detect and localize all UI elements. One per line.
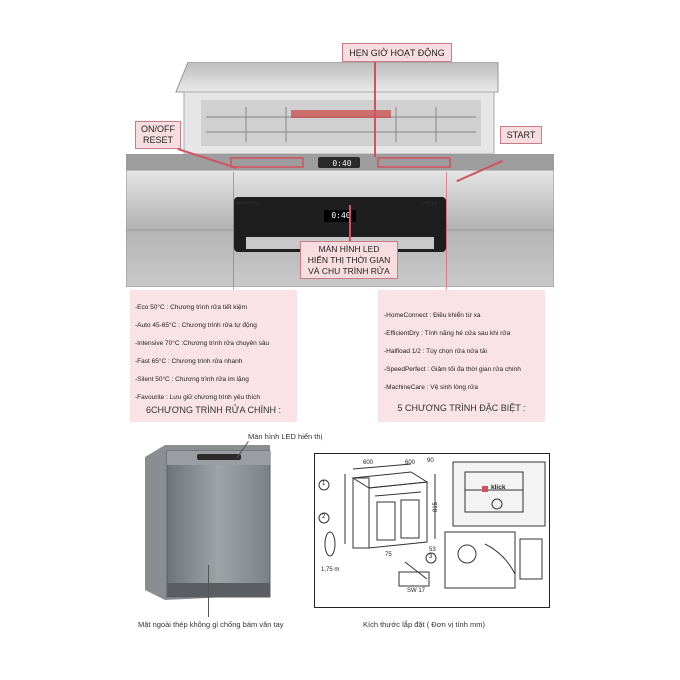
timer-callout: HẸN GIỜ HOẠT ĐỘNG [342,43,452,62]
programs-title: 6CHƯƠNG TRÌNH RỬA CHÍNH : [146,405,281,415]
steel-caption: Mặt ngoài thép không gỉ chống bám vân ta… [138,620,284,629]
led-callout: MÀN HÌNH LED HIỂN THỊ THỜI GIAN VÀ CHU T… [300,241,398,279]
dim-600-left: 600 [363,460,374,466]
start-callout-label: START [506,130,536,140]
program-item: -Intensive 70°C :Chương trình rửa chuyên… [135,340,270,347]
timer-callout-label: HẸN GIỜ HOẠT ĐỘNG [349,48,445,58]
specials-connector-line [446,172,447,290]
wrench-size: SW 17 [407,588,426,594]
led-callout-line2: HIỂN THỊ THỜI GIAN [307,255,391,265]
program-item: -Favourite : Lưu giữ chương trình yêu th… [135,394,260,401]
special-item: -MachineCare : Vệ sinh lòng rửa [384,384,478,391]
installation-caption: Kích thước lắp đặt ( Đơn vị tính mm) [363,620,485,629]
led-leader-line [349,205,351,241]
programs-connector-line [233,172,234,290]
step-3-label: 3 [429,554,433,560]
program-item: -Fast 65°C : Chương trình rửa nhanh [135,358,243,365]
program-item: -Silent 50°C : Chương trình rửa im lặng [135,376,249,383]
brand-badge: SilenceP lus [235,200,260,205]
installation-diagram: 600 600 815 90 53 75 1,75 m SW 17 klick … [314,453,550,608]
program-item: -Eco 50°C : Chương trình rửa tiết kiệm [135,304,248,311]
klick-label: klick [491,484,506,491]
start-callout: START [500,126,542,144]
special-item: -EfficientDry : Tính năng hé cửa sau khi… [384,330,511,337]
special-item: -HomeConnect : Điều khiển từ xa [384,312,481,319]
series-badge: Serie | 6 [420,200,437,205]
steel-caption-pointer [208,565,209,617]
panel-display-readout: 0:40 [332,159,352,168]
onoff-callout: ON/OFF RESET [135,121,181,149]
timer-leader-line [374,62,376,157]
specials-list: -HomeConnect : Điều khiển từ xa -Efficie… [384,307,521,397]
led-callout-line3: VÀ CHU TRÌNH RỬA [308,266,390,276]
dim-815: 815 [433,501,440,513]
hose-length: 1,75 m [321,567,340,573]
specials-title: 5 CHƯƠNG TRÌNH ĐẶC BIỆT : [397,403,526,413]
product-front-view [145,445,275,605]
onoff-callout-line2: RESET [142,135,173,145]
installation-drawing [318,461,546,589]
specials-panel: -HomeConnect : Điều khiển từ xa -Efficie… [378,290,545,422]
led-callout-line1: MÀN HÌNH LED [318,244,380,254]
led-caption: Màn hình LED hiển thị [248,432,323,441]
dim-53: 53 [429,547,436,553]
programs-panel: -Eco 50°C : Chương trình rửa tiết kiệm -… [130,290,297,422]
special-item: -SpeedPerfect : Giảm tối đa thời gian rử… [384,366,521,373]
onoff-callout-line1: ON/OFF [141,124,175,134]
door-display-readout: 0:40 [331,211,351,220]
dishwasher-front-illustration [145,445,271,600]
step-2-label: 2 [322,514,326,520]
programs-list: -Eco 50°C : Chương trình rửa tiết kiệm -… [135,299,269,407]
program-item: -Auto 45-65°C : Chương trình rửa tự động [135,322,257,329]
dim-600-right: 600 [405,460,416,466]
step-1-label: 1 [322,481,326,487]
dim-90: 90 [427,458,434,464]
special-item: -Halfload 1/2 : Tùy chọn rửa nửa tải [384,348,487,355]
dim-75: 75 [385,552,392,558]
